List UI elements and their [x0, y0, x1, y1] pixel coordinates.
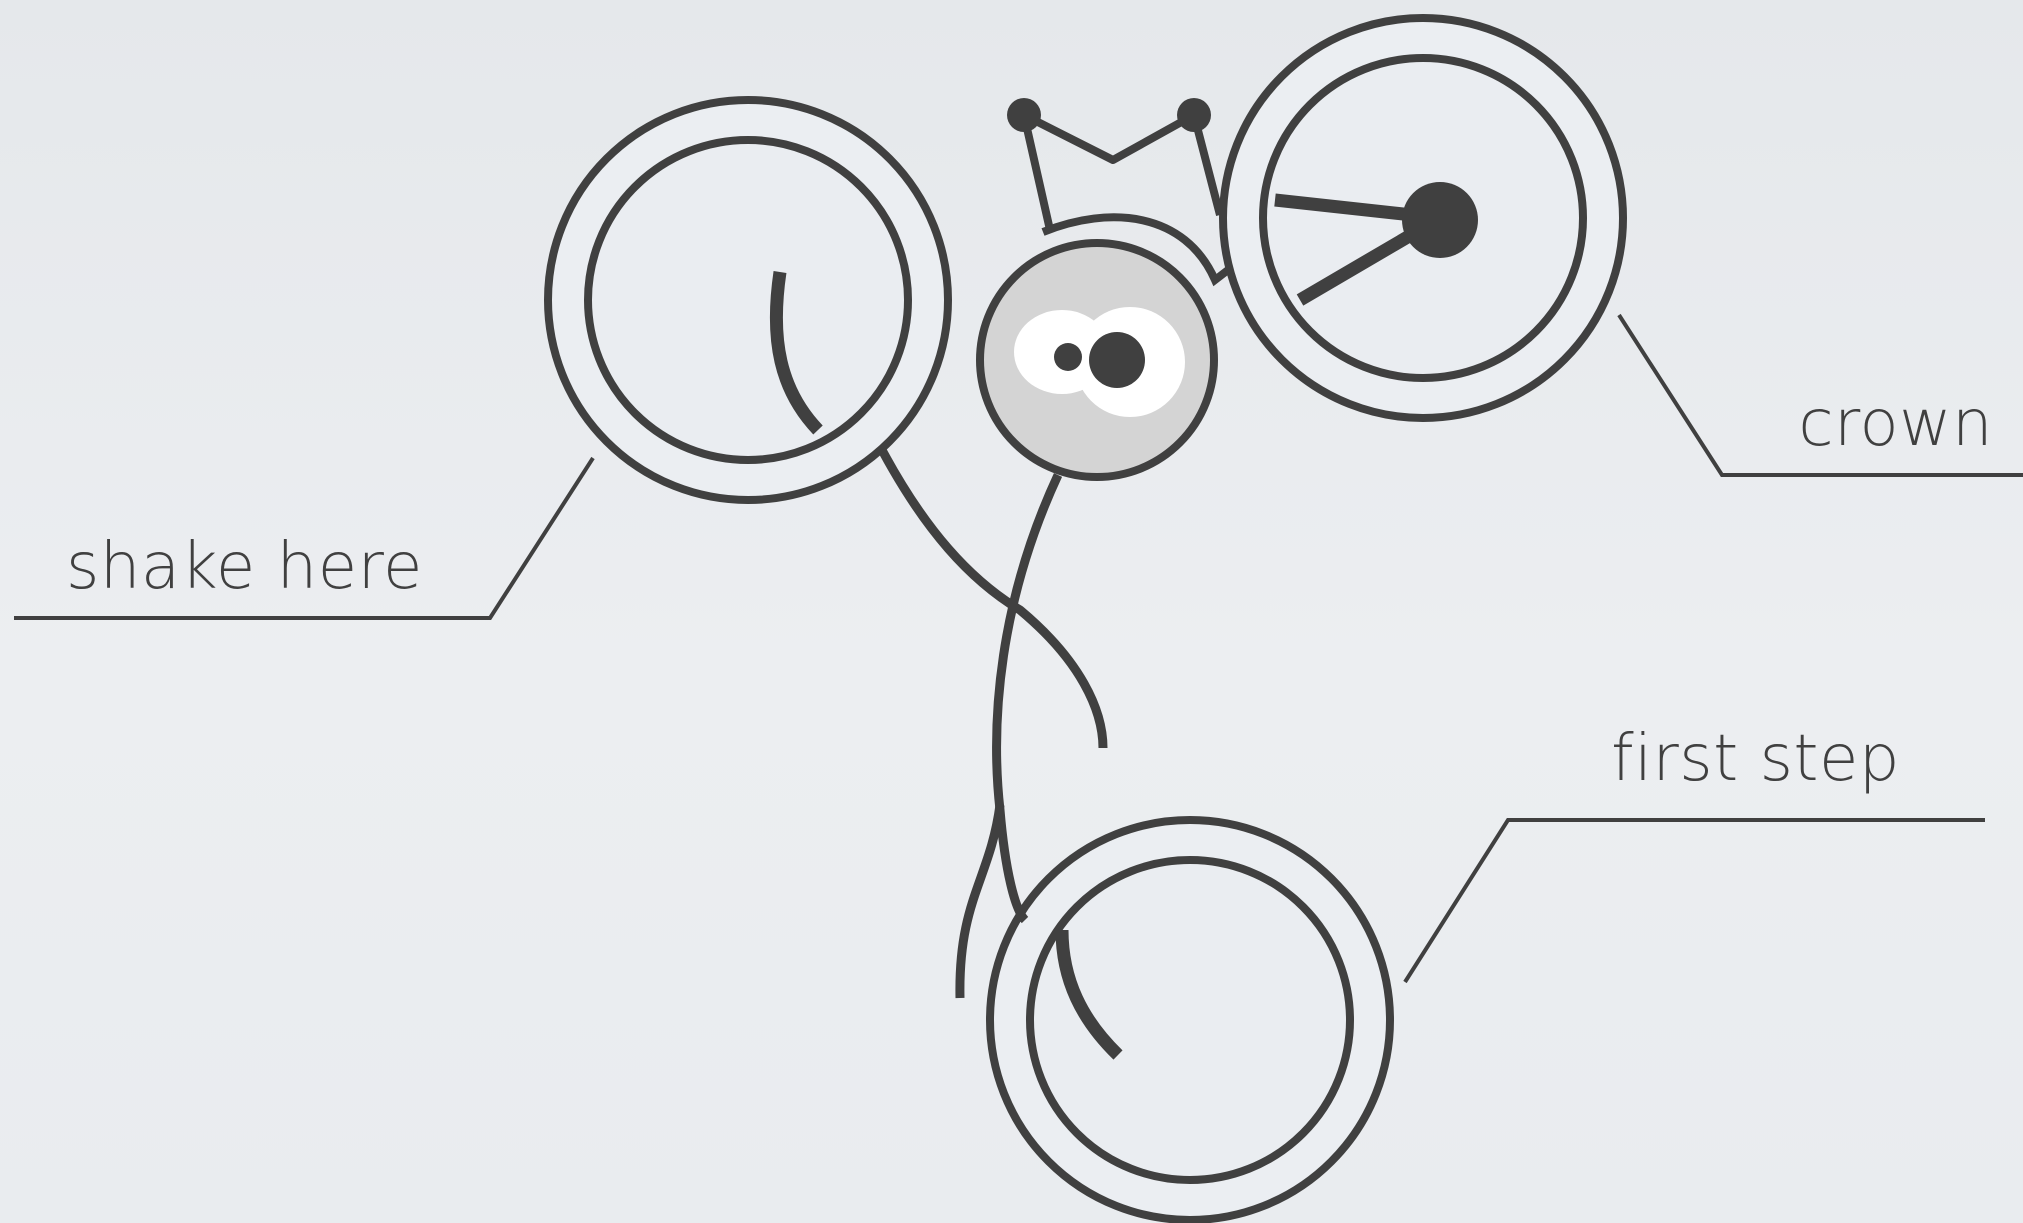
shake-hand-ring	[548, 100, 948, 500]
first-step-leader-line	[1405, 820, 1985, 982]
crown-hand-knob	[1402, 182, 1478, 258]
crown-tip-right	[1177, 98, 1211, 132]
torso	[997, 475, 1058, 920]
left-arm	[882, 450, 1103, 748]
first-step-label: first step	[1611, 722, 1900, 796]
first-step-ring	[990, 820, 1390, 1220]
shake-ring-inner	[588, 140, 908, 460]
crown-label: crown	[1798, 387, 1993, 461]
first-step-ring-inner	[1030, 860, 1350, 1180]
crown-icon	[1024, 115, 1220, 230]
eye-right-pupil	[1089, 332, 1145, 388]
crown-ring	[1223, 18, 1623, 418]
eye-left-pupil	[1054, 343, 1082, 371]
crown-tip-left	[1007, 98, 1041, 132]
shake-here-label: shake here	[66, 530, 423, 604]
